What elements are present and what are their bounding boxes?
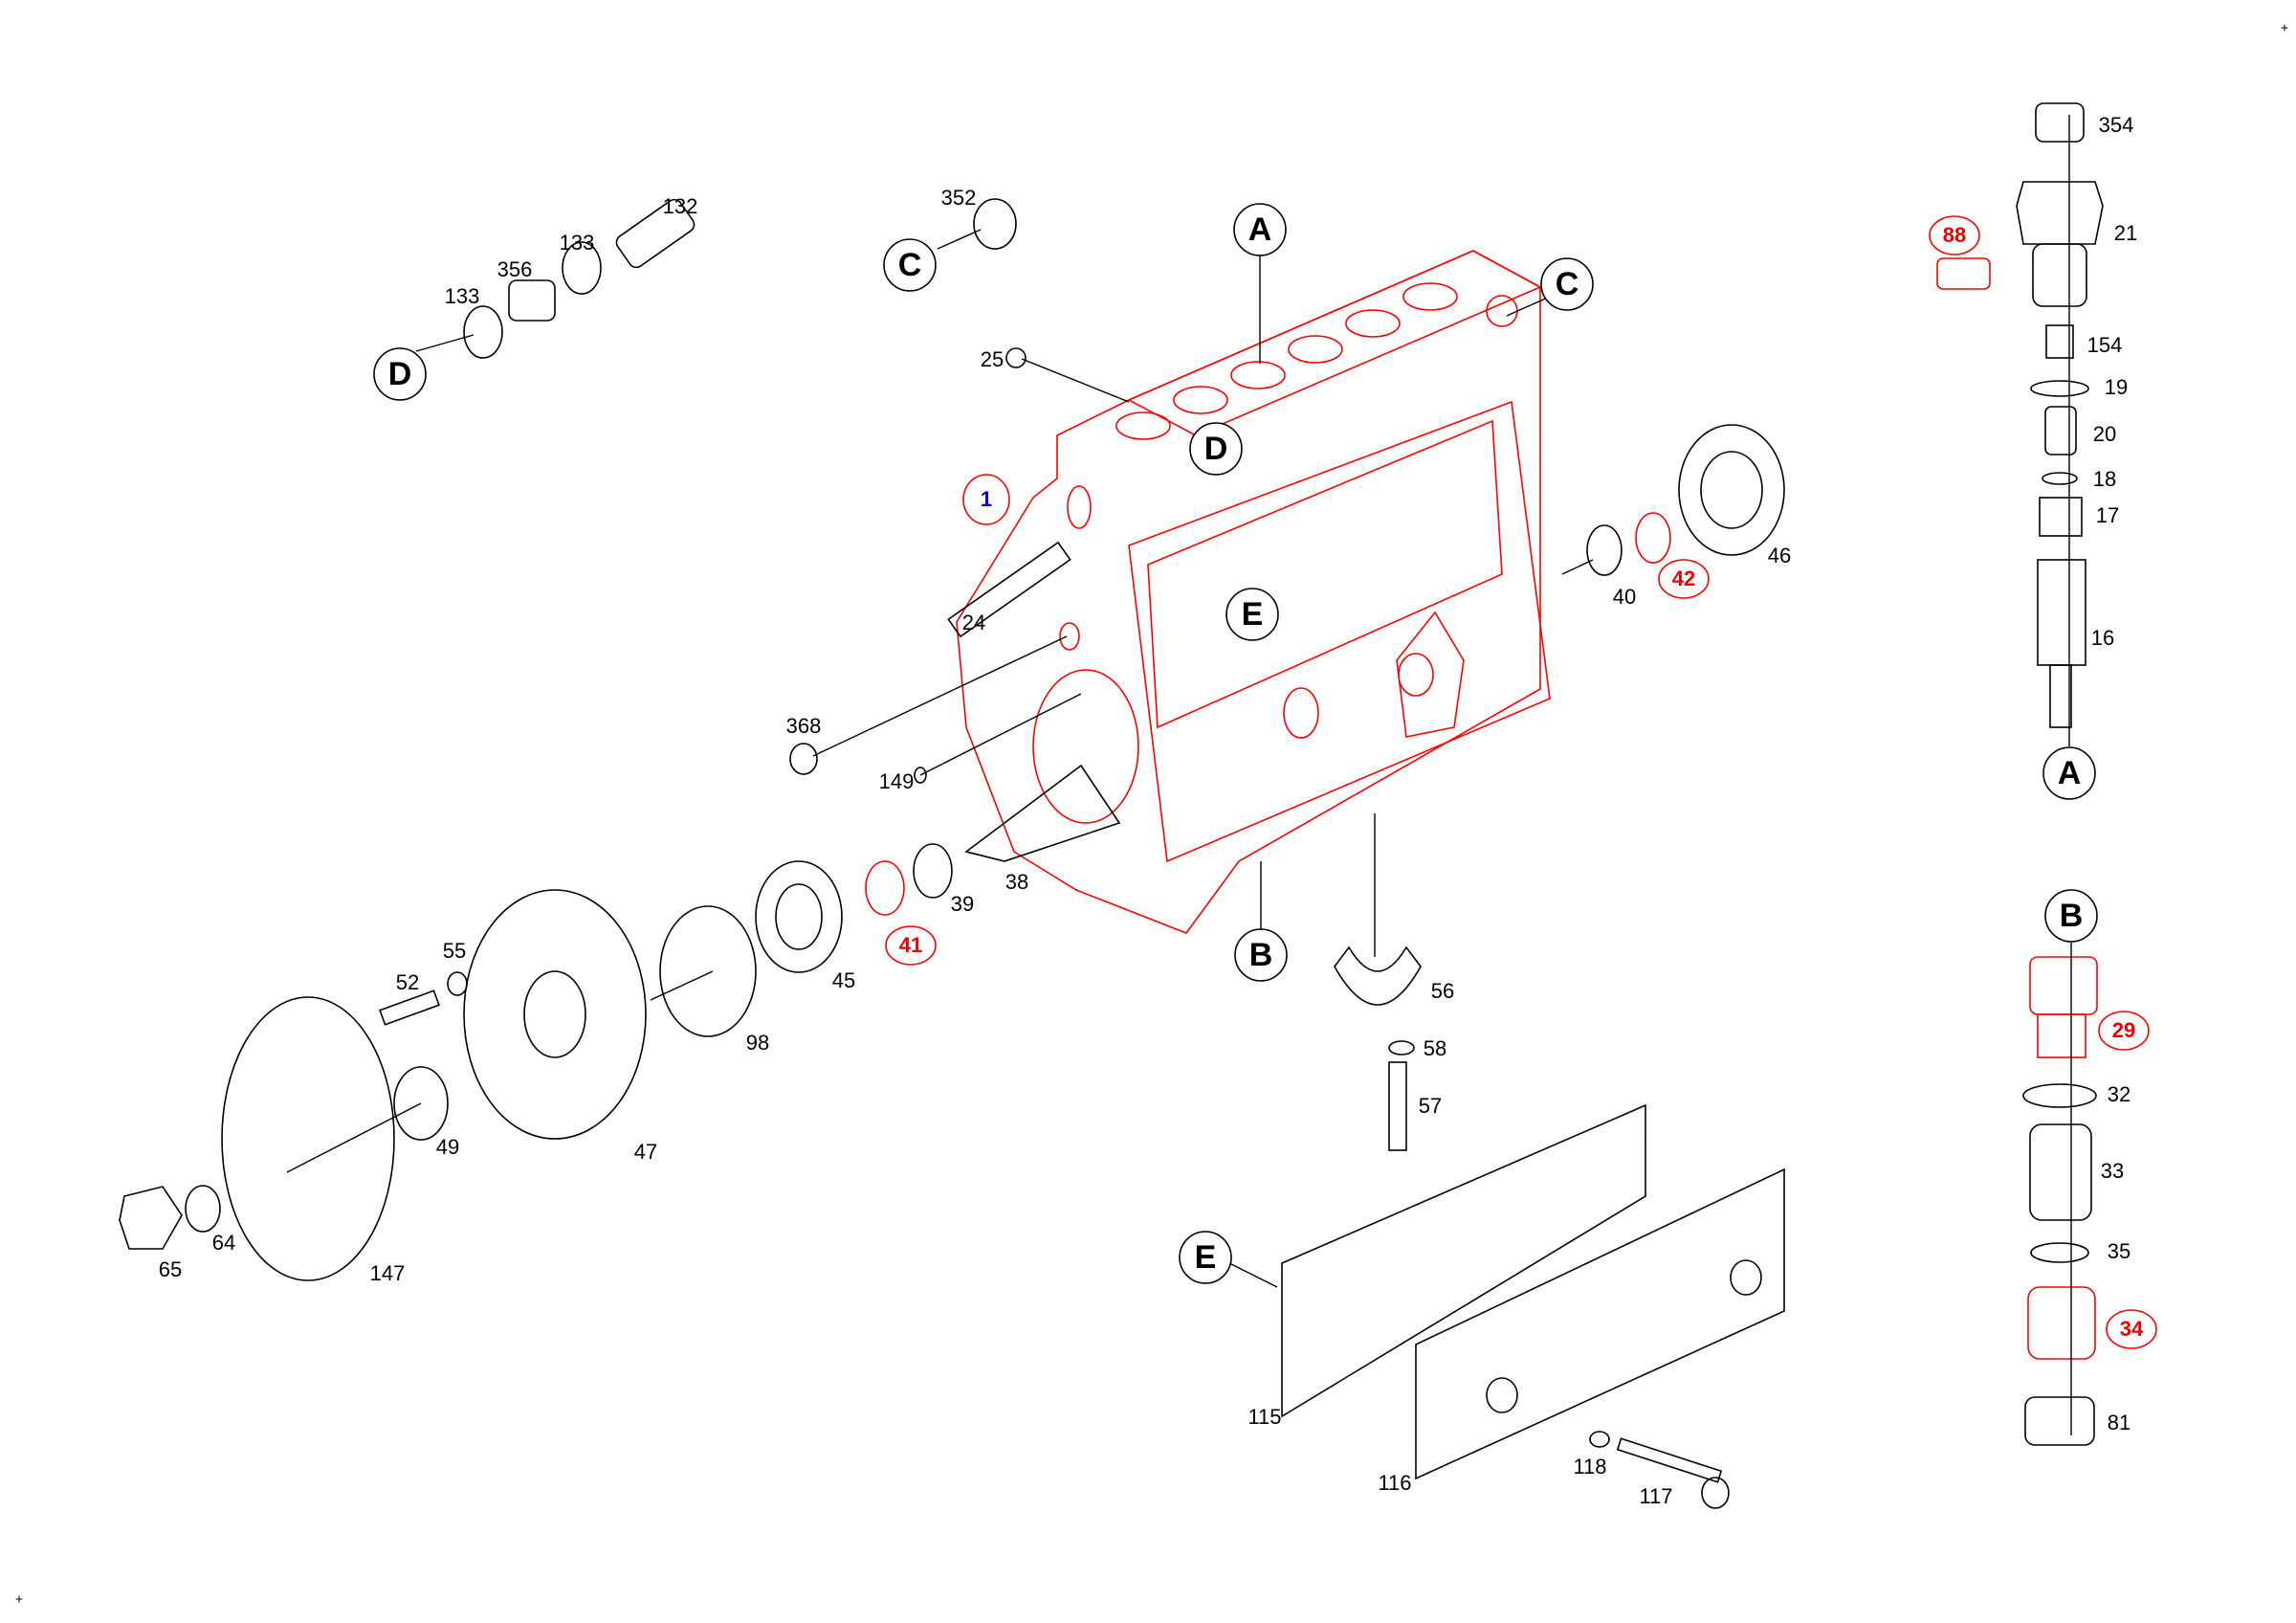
reference-letter-circle xyxy=(2044,889,2098,943)
part-number-label: 35 xyxy=(2108,1239,2130,1263)
reference-letter-circle xyxy=(373,347,427,401)
reference-letter-circle xyxy=(1189,422,1243,476)
part-number-label: 116 xyxy=(1378,1471,1411,1495)
delivery-valve-stack xyxy=(2016,102,2104,728)
part-number-label: 56 xyxy=(1431,979,1454,1003)
part-number-label: 47 xyxy=(634,1140,657,1164)
highlighted-part-label: 88 xyxy=(1943,223,1966,247)
highlight-callout-circle xyxy=(1658,559,1710,599)
part-number-label: 52 xyxy=(396,970,419,994)
part-number-label: 33 xyxy=(2101,1159,2124,1183)
part-number-label: 38 xyxy=(1005,870,1028,894)
part-number-label: 16 xyxy=(2091,626,2114,650)
part-number-label: 55 xyxy=(443,939,466,963)
reference-letter-circle xyxy=(1225,588,1279,641)
part-number-label: 24 xyxy=(962,611,985,634)
highlight-callout-circle xyxy=(2098,1011,2150,1051)
reference-letter-circle xyxy=(1179,1231,1232,1284)
reference-letter-circle xyxy=(1234,928,1288,982)
reference-letter-circle xyxy=(1540,257,1594,311)
part-number-label: 356 xyxy=(497,257,533,281)
part-number-label: 17 xyxy=(2096,503,2119,527)
main-assembly-label: 1 xyxy=(981,487,992,511)
reference-letter: C xyxy=(1556,266,1579,302)
part-number-label: 21 xyxy=(2114,221,2137,245)
highlighted-part-label: 29 xyxy=(2112,1018,2135,1042)
part-number-label: 115 xyxy=(1247,1405,1281,1429)
part-number-label: 32 xyxy=(2108,1082,2130,1106)
highlight-callout-circle xyxy=(885,925,937,966)
part-number-label: 117 xyxy=(1639,1484,1672,1508)
reference-letter: D xyxy=(1204,431,1228,467)
part-number-label: 20 xyxy=(2093,422,2116,446)
detached-parts xyxy=(119,198,1991,1509)
part-number-label: 133 xyxy=(445,284,480,308)
reference-letter: E xyxy=(1242,596,1264,633)
part-number-label: 18 xyxy=(2093,467,2116,491)
reference-letter-circle xyxy=(2042,746,2096,800)
reference-letter-circle xyxy=(1233,203,1287,256)
part-number-label: 49 xyxy=(436,1135,459,1159)
corner-crosshair-mark: + xyxy=(2281,20,2288,35)
part-number-label: 46 xyxy=(1768,544,1791,567)
highlighted-part-label: 42 xyxy=(1672,567,1695,590)
part-number-label: 149 xyxy=(879,769,915,793)
reference-letter: B xyxy=(2060,898,2084,934)
part-number-label: 25 xyxy=(981,347,1004,371)
reference-letter: A xyxy=(2058,755,2082,791)
part-number-label: 132 xyxy=(663,194,698,218)
part-number-label: 368 xyxy=(786,714,822,738)
highlighted-part-label: 41 xyxy=(899,933,922,957)
part-number-label: 118 xyxy=(1573,1455,1606,1478)
reference-letter-circle xyxy=(883,238,937,292)
leader-lines xyxy=(286,115,2072,1435)
reference-letter: E xyxy=(1195,1239,1217,1276)
main-assembly-callout-circle xyxy=(962,474,1010,525)
part-number-label: 133 xyxy=(560,231,595,255)
part-number-label: 65 xyxy=(159,1257,182,1281)
part-number-label: 58 xyxy=(1424,1036,1446,1060)
corner-crosshair-mark: + xyxy=(15,1591,23,1607)
reference-letter: B xyxy=(1249,937,1273,973)
highlighted-part-label: 34 xyxy=(2120,1317,2144,1341)
part-number-label: 154 xyxy=(2087,333,2123,357)
highlight-callout-circle xyxy=(1929,215,1980,256)
reference-letter: A xyxy=(1248,211,1272,248)
part-number-label: 81 xyxy=(2108,1411,2130,1434)
reference-letter: D xyxy=(388,356,412,392)
part-number-label: 39 xyxy=(951,892,974,916)
part-number-label: 147 xyxy=(370,1261,406,1285)
highlight-callout-circle xyxy=(2106,1309,2157,1349)
roller-tappet-stack xyxy=(2022,956,2098,1446)
part-number-label: 64 xyxy=(212,1231,235,1255)
part-number-label: 354 xyxy=(2099,113,2134,137)
part-number-label: 352 xyxy=(941,186,977,210)
part-number-label: 57 xyxy=(1419,1094,1442,1118)
part-number-label: 40 xyxy=(1613,585,1636,609)
part-number-label: 19 xyxy=(2105,375,2128,399)
part-number-label: 45 xyxy=(832,968,855,992)
part-number-label: 98 xyxy=(746,1031,769,1055)
reference-letter: C xyxy=(898,247,922,283)
